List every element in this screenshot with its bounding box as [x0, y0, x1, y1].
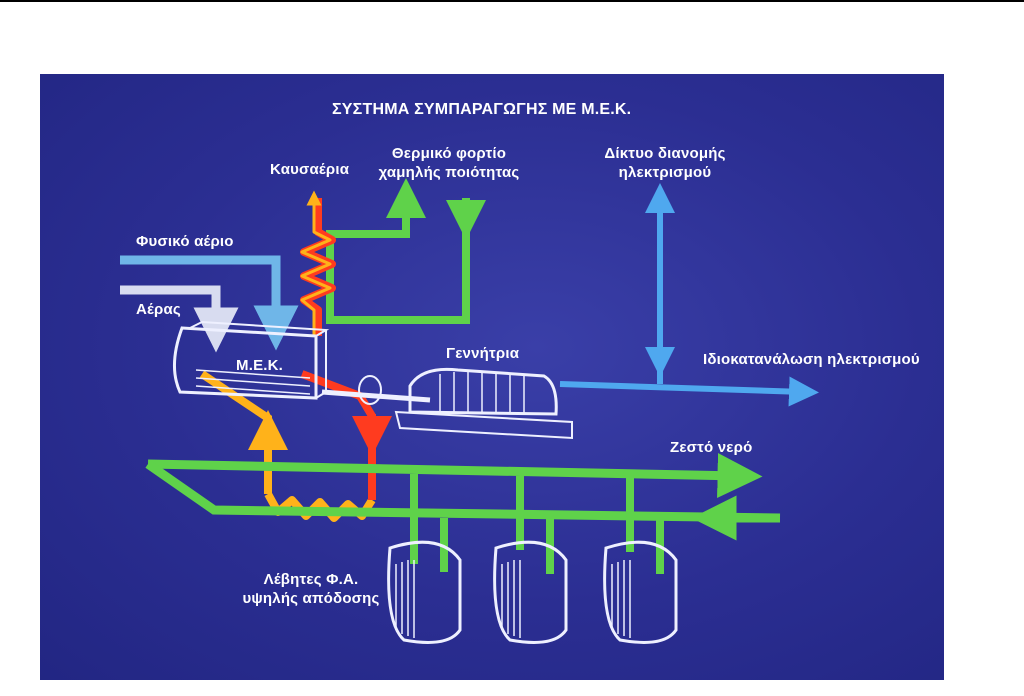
- self-consumption-label: Ιδιοκατανάλωση ηλεκτρισμού: [703, 351, 920, 368]
- generator-label: Γεννήτρια: [446, 345, 520, 362]
- grid-label-line2: ηλεκτρισμού: [618, 164, 712, 181]
- diagram-graphics: [120, 178, 819, 644]
- boilers-label: Λέβητες Φ.Α. υψηλής απόδοσης: [226, 570, 396, 608]
- engine-block: [172, 320, 330, 400]
- boiler-3: [603, 540, 678, 644]
- flue-gas-exhaust: [300, 190, 336, 336]
- thermal-load-label-line2: χαμηλής ποιότητας: [378, 164, 520, 181]
- natural-gas-pipe: [120, 255, 299, 351]
- boilers-label-line2: υψηλής απόδοσης: [242, 590, 380, 607]
- air-pipe: [120, 285, 239, 353]
- diagram-title: ΣΥΣΤΗΜΑ ΣΥΜΠΑΡΑΓΩΓΗΣ ΜΕ Μ.Ε.Κ.: [332, 101, 632, 118]
- air-label: Αέρας: [136, 301, 181, 318]
- shaft-coupling: [321, 375, 431, 405]
- hot-water-network: [145, 453, 781, 574]
- boilers-label-line1: Λέβητες Φ.Α.: [263, 571, 359, 588]
- grid-label-line1: Δίκτυο διανομής: [604, 145, 726, 162]
- thermal-load-label: Θερμικό φορτίο χαμηλής ποιότητας: [374, 144, 524, 182]
- hot-water-label: Ζεστό νερό: [670, 439, 753, 456]
- grid-label: Δίκτυο διανομής ηλεκτρισμού: [595, 144, 735, 182]
- boiler-2: [493, 540, 568, 644]
- flue-gas-label: Καυσαέρια: [270, 161, 350, 178]
- cogeneration-diagram: ΣΥΣΤΗΜΑ ΣΥΜΠΑΡΑΓΩΓΗΣ ΜΕ Μ.Ε.Κ. Καυσαέρια…: [40, 74, 944, 680]
- natural-gas-label: Φυσικό αέριο: [136, 233, 234, 250]
- engine-label: Μ.Ε.Κ.: [236, 357, 284, 374]
- generator-machine: [394, 367, 573, 440]
- electricity-lines: [559, 183, 819, 407]
- boiler-1: [387, 540, 462, 644]
- thermal-load-label-line1: Θερμικό φορτίο: [391, 145, 507, 162]
- page-top-rule: [0, 0, 1024, 2]
- thermal-load-loop: [326, 178, 486, 324]
